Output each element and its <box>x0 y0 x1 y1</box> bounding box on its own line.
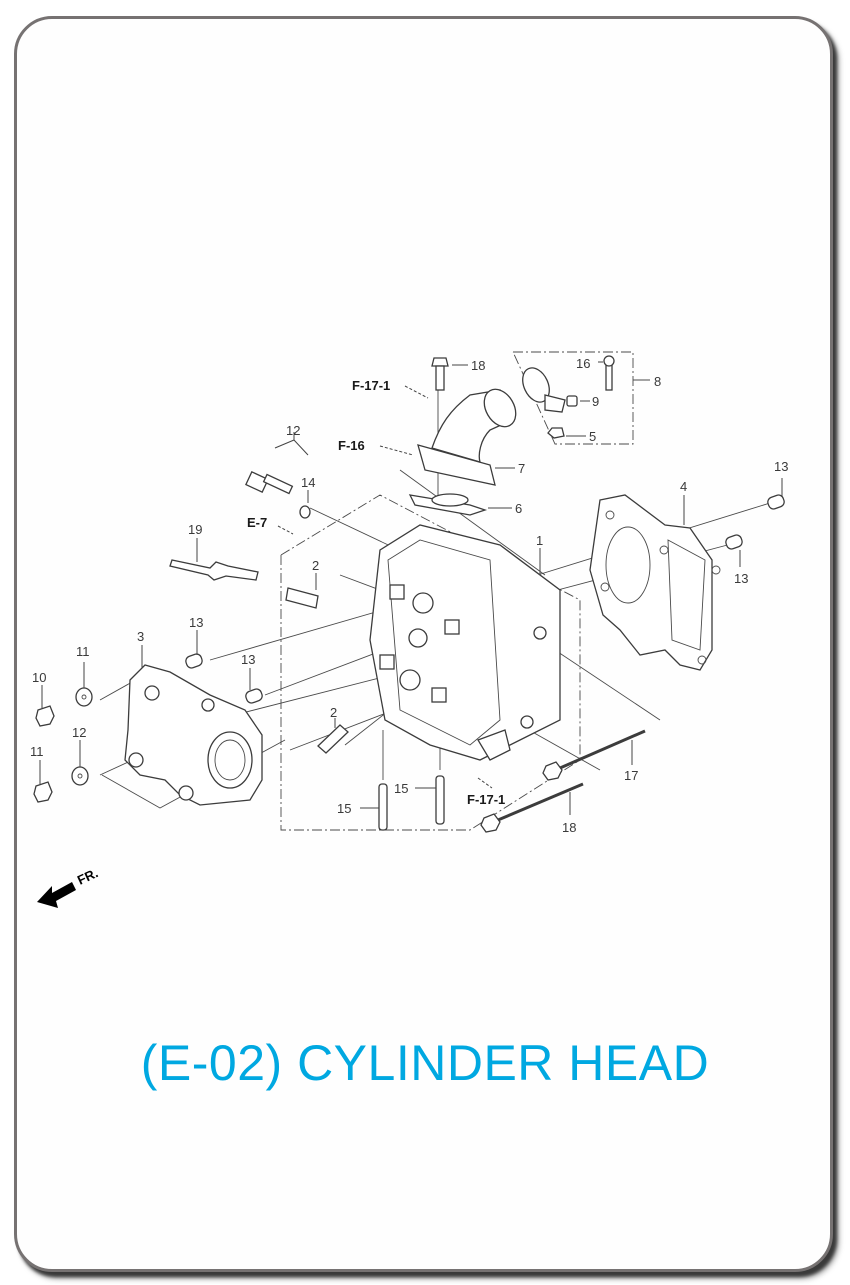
part-13-dowel-pin-left-lower[interactable]: 13 <box>241 652 264 704</box>
svg-text:6: 6 <box>515 501 522 516</box>
part-15-stud-bolt-right[interactable]: 15 <box>394 775 445 825</box>
part-12-washer-lower[interactable]: 12 <box>71 725 89 786</box>
part-1-cylinder-head[interactable]: 1 <box>369 524 561 761</box>
svg-text:F-16: F-16 <box>338 438 365 453</box>
svg-text:F-17-1: F-17-1 <box>352 378 390 393</box>
ref-f17-1-bottom[interactable]: F-17-1 <box>467 777 505 807</box>
svg-text:F-17-1: F-17-1 <box>467 792 505 807</box>
part-2-stud-lower[interactable]: 2 <box>317 705 349 754</box>
svg-text:4: 4 <box>680 479 687 494</box>
part-13-dowel-pin-left-upper[interactable]: 13 <box>184 615 203 669</box>
part-7-intake-pipe[interactable]: 7 <box>417 384 525 486</box>
ref-e7[interactable]: E-7 <box>247 515 294 535</box>
svg-text:2: 2 <box>312 558 319 573</box>
arrow-icon <box>37 882 76 908</box>
svg-text:12: 12 <box>72 725 86 740</box>
svg-text:E-7: E-7 <box>247 515 267 530</box>
part-17-flange-bolt[interactable]: 18 <box>431 357 485 391</box>
ref-f17-1-top[interactable]: F-17-1 <box>352 378 429 399</box>
part-15-stud-bolt-left[interactable]: 15 <box>337 783 388 831</box>
svg-text:15: 15 <box>337 801 351 816</box>
svg-text:18: 18 <box>562 820 576 835</box>
svg-text:1: 1 <box>536 533 543 548</box>
part-12-washer-upper[interactable]: 11 <box>75 644 93 707</box>
svg-text:13: 13 <box>774 459 788 474</box>
part-5-insulator-gasket[interactable]: 6 <box>408 493 522 516</box>
svg-text:13: 13 <box>189 615 203 630</box>
part-18-long-bolt-lower[interactable]: 18 <box>480 782 584 835</box>
part-2-stud-upper[interactable]: 2 <box>285 558 319 609</box>
part-14-sealing-washer[interactable]: 14 <box>299 475 315 519</box>
svg-text:13: 13 <box>241 652 255 667</box>
svg-text:10: 10 <box>32 670 46 685</box>
svg-text:7: 7 <box>518 461 525 476</box>
part-4-cylinder-head-gasket[interactable]: 4 <box>589 479 721 671</box>
part-18-long-bolt-upper[interactable]: 17 <box>542 729 646 783</box>
svg-text:17: 17 <box>624 768 638 783</box>
svg-text:12: 12 <box>286 423 300 438</box>
svg-text:5: 5 <box>589 429 596 444</box>
part-11-cap-nut-lower[interactable]: 11 <box>30 744 53 803</box>
svg-text:16: 16 <box>576 356 590 371</box>
part-13-dowel-pin-right-lower[interactable]: 13 <box>724 534 748 586</box>
ref-f16[interactable]: F-16 <box>338 438 414 456</box>
front-direction-indicator: FR. <box>37 865 100 908</box>
svg-text:11: 11 <box>30 744 44 759</box>
part-13-dowel-pin-right-upper[interactable]: 13 <box>766 459 788 510</box>
part-8-band-set[interactable]: 9 5 16 8 <box>518 355 662 444</box>
svg-text:9: 9 <box>592 394 599 409</box>
svg-text:2: 2 <box>330 705 337 720</box>
svg-text:FR.: FR. <box>75 865 100 887</box>
svg-text:14: 14 <box>301 475 315 490</box>
svg-text:19: 19 <box>188 522 202 537</box>
part-10-thermo-sensor[interactable]: 12 <box>245 423 309 495</box>
part-3-side-cover[interactable]: 3 <box>124 629 263 806</box>
svg-text:3: 3 <box>137 629 144 644</box>
svg-text:11: 11 <box>76 644 90 659</box>
part-19-spark-plug[interactable]: 19 <box>169 522 259 581</box>
svg-text:15: 15 <box>394 781 408 796</box>
svg-text:8: 8 <box>654 374 661 389</box>
part-11-cap-nut-upper[interactable]: 10 <box>32 670 55 727</box>
svg-text:18: 18 <box>471 358 485 373</box>
page-title: (E-02) CYLINDER HEAD <box>140 1035 710 1091</box>
svg-text:13: 13 <box>734 571 748 586</box>
